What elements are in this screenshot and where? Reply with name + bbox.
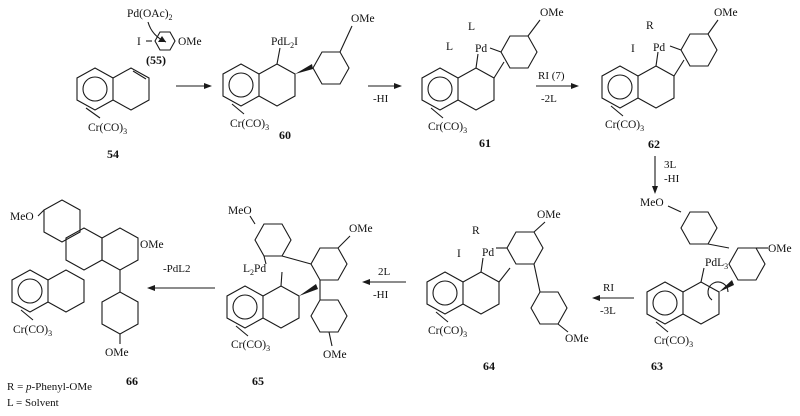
i-label-62: I — [631, 43, 635, 55]
pd-label-62: Pd — [653, 42, 665, 54]
condition-ri: RI — [603, 282, 614, 294]
cr-co3-label: Cr(CO)3 — [88, 122, 127, 136]
condition-minus-hi: -HI — [373, 93, 389, 105]
cr-co3-label: Cr(CO)3 — [654, 335, 693, 349]
cr-co3-label: Cr(CO)3 — [13, 324, 52, 338]
ome-label-65b: OMe — [323, 349, 347, 361]
compound-number-55: (55) — [146, 53, 166, 67]
compound-63: OMe MeO PdL3 Cr(CO)3 63 — [640, 197, 792, 373]
ome-label-60: OMe — [351, 13, 375, 25]
compound-number-64: 64 — [483, 359, 495, 373]
compound-65: OMe OMe MeO L2Pd Cr(CO)3 65 — [226, 205, 373, 388]
compound-number-61: 61 — [479, 136, 491, 150]
pdl3-label: PdL3 — [705, 257, 728, 271]
l2pd-label: L2Pd — [243, 263, 266, 277]
cr-co3-label: Cr(CO)3 — [428, 121, 467, 135]
l-label-61b: L — [446, 41, 453, 53]
condition-minus-pdl2: -PdL2 — [163, 263, 191, 275]
cr-co3-label: Cr(CO)3 — [428, 325, 467, 339]
condition-minus-2l: -2L — [541, 93, 557, 105]
iodide-ome-label: OMe — [178, 36, 202, 48]
i-label-64: I — [457, 248, 461, 260]
compound-number-63: 63 — [651, 359, 663, 373]
condition-minus-3l: -3L — [600, 305, 616, 317]
ome-label-63: OMe — [768, 243, 792, 255]
compound-number-62: 62 — [648, 137, 660, 151]
ome-label-64b: OMe — [565, 333, 589, 345]
compound-66: MeO OMe OMe Cr(CO)3 66 — [10, 199, 164, 388]
compound-number-65: 65 — [252, 374, 264, 388]
r-label-62: R — [646, 20, 654, 32]
condition-minus-hi: -HI — [664, 173, 680, 185]
cr-co3-label: Cr(CO)3 — [230, 118, 269, 132]
ome-label-62: OMe — [714, 7, 738, 19]
legend-r-definition: R = p-Phenyl-OMe — [7, 381, 92, 393]
pdl2i-label: PdL2I — [271, 36, 298, 50]
ome-label-65: OMe — [349, 223, 373, 235]
compound-64: OMe OMe Pd R I Cr(CO)3 64 — [426, 209, 589, 373]
cr-co3-label: Cr(CO)3 — [605, 119, 644, 133]
legend-l-definition: L = Solvent — [7, 397, 59, 409]
ome-label-66: OMe — [140, 239, 164, 251]
rotation-arrow — [707, 281, 729, 301]
condition-minus-hi: -HI — [373, 289, 389, 301]
ome-label-61: OMe — [540, 7, 564, 19]
condition-3l: 3L — [664, 159, 677, 171]
compound-60: OMe PdL2I Cr(CO)3 60 — [222, 13, 375, 142]
condition-2l: 2L — [378, 266, 391, 278]
l-label-61a: L — [468, 21, 475, 33]
pd-label-61: Pd — [475, 43, 487, 55]
r-label-64: R — [472, 225, 480, 237]
condition-ri7: RI (7) — [538, 70, 565, 82]
compound-61: OMe Pd L L Cr(CO)3 61 — [421, 7, 564, 150]
pd-label-64: Pd — [482, 247, 494, 259]
cr-co3-label: Cr(CO)3 — [231, 339, 270, 353]
meo-label-63: MeO — [640, 197, 664, 209]
iodide-i-label: I — [137, 36, 141, 48]
meo-label-66: MeO — [10, 211, 34, 223]
compound-number-66: 66 — [126, 374, 138, 388]
pd-acetate-label: Pd(OAc)2 — [127, 8, 173, 22]
meo-label-65: MeO — [228, 205, 252, 217]
ome-label-66b: OMe — [105, 347, 129, 359]
compound-54: Cr(CO)3 54 — [76, 67, 150, 161]
compound-62: OMe Pd R I Cr(CO)3 62 — [601, 7, 738, 151]
ome-label-64: OMe — [537, 209, 561, 221]
compound-number-54: 54 — [107, 147, 119, 161]
compound-number-60: 60 — [279, 128, 291, 142]
